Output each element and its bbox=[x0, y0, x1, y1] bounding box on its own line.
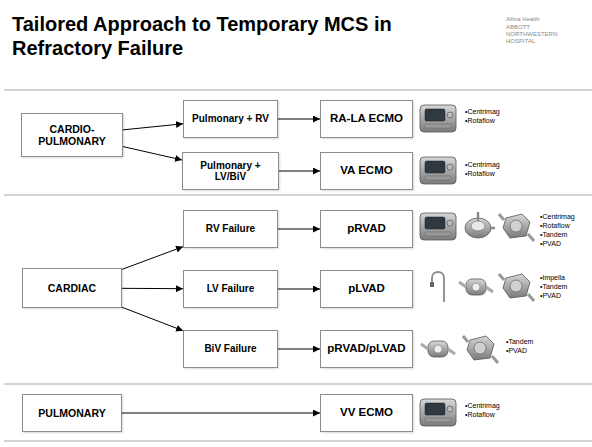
device-name: •Centrimag bbox=[465, 401, 500, 410]
flow-arrow bbox=[278, 349, 320, 350]
device-name: •Rotaflow bbox=[465, 169, 495, 178]
process-box: CARDIO-PULMONARY bbox=[21, 113, 123, 157]
process-box: VA ECMO bbox=[320, 152, 413, 190]
pvad-pump bbox=[499, 274, 534, 301]
process-box: Pulmonary + RV bbox=[183, 100, 278, 138]
box-text: Pulmonary + RV bbox=[192, 113, 269, 125]
device-name: •PVAD bbox=[506, 346, 527, 355]
logo-text: Allina Health bbox=[506, 16, 576, 23]
box-text: LV Failure bbox=[207, 283, 255, 295]
flow-arrow bbox=[278, 119, 320, 120]
box-text: CARDIAC bbox=[48, 282, 96, 294]
device-pictures bbox=[420, 105, 534, 426]
device-name: •PVAD bbox=[540, 291, 561, 300]
tandem-pump bbox=[459, 279, 493, 295]
device-name: •Tandem bbox=[540, 282, 567, 291]
section-rule bbox=[4, 195, 592, 196]
process-box: RA-LA ECMO bbox=[320, 100, 413, 138]
process-box: BiV Failure bbox=[183, 330, 278, 368]
device-name: •Tandem bbox=[506, 337, 533, 346]
device-name: •Centrimag bbox=[465, 160, 500, 169]
pvad-pump bbox=[463, 336, 498, 363]
process-box: LV Failure bbox=[183, 270, 278, 308]
box-text: RV Failure bbox=[206, 223, 255, 235]
box-text: VV ECMO bbox=[340, 406, 393, 419]
device-name: •Rotaflow bbox=[465, 116, 495, 125]
flow-arrow bbox=[122, 413, 320, 414]
rotaflow-pump bbox=[465, 212, 495, 238]
flow-arrow bbox=[279, 171, 320, 172]
flow-arrow bbox=[122, 247, 183, 270]
process-box: CARDIAC bbox=[22, 268, 122, 308]
box-text: CARDIO-PULMONARY bbox=[26, 123, 118, 147]
process-box: PULMONARY bbox=[22, 394, 122, 432]
flow-arrow bbox=[122, 288, 183, 289]
device-name: •Rotaflow bbox=[540, 221, 570, 230]
device-name: •Centrimag bbox=[465, 107, 500, 116]
section-rule bbox=[4, 384, 592, 385]
box-text: VA ECMO bbox=[340, 164, 392, 177]
process-box: Pulmonary + LV/BiV bbox=[182, 152, 279, 190]
flow-arrow bbox=[122, 307, 183, 330]
device-name: •Tandem bbox=[540, 230, 567, 239]
box-text: BiV Failure bbox=[204, 343, 256, 355]
box-text: RA-LA ECMO bbox=[330, 112, 403, 125]
device-name: •Impella bbox=[540, 273, 565, 282]
flow-arrow bbox=[123, 124, 183, 130]
section-rule bbox=[4, 441, 592, 442]
diagram-title: Tailored Approach to Temporary MCS in Re… bbox=[12, 12, 442, 60]
process-box: pLVAD bbox=[320, 270, 413, 308]
process-box: pRVAD bbox=[320, 210, 413, 248]
flow-arrow bbox=[278, 229, 320, 230]
process-box: VV ECMO bbox=[320, 394, 413, 432]
centrimag-console bbox=[420, 399, 456, 426]
section-rule bbox=[4, 90, 592, 91]
box-text: pRVAD/pLVAD bbox=[327, 342, 405, 355]
process-box: RV Failure bbox=[183, 210, 278, 248]
centrimag-console bbox=[420, 157, 456, 184]
centrimag-console bbox=[420, 105, 456, 132]
device-name: •Rotaflow bbox=[465, 410, 495, 419]
flow-arrow bbox=[278, 289, 320, 290]
box-text: PULMONARY bbox=[38, 407, 105, 419]
tandem-pump bbox=[421, 341, 455, 357]
flow-arrow bbox=[123, 147, 182, 160]
pvad-pump bbox=[499, 214, 534, 241]
device-name: •Centrimag bbox=[540, 212, 575, 221]
process-box: pRVAD/pLVAD bbox=[320, 330, 413, 368]
centrimag-console bbox=[420, 213, 456, 240]
section-rules bbox=[4, 90, 592, 441]
box-text: pLVAD bbox=[348, 282, 385, 295]
box-text: Pulmonary + LV/BiV bbox=[187, 160, 274, 183]
impella-catheter bbox=[430, 272, 444, 302]
box-text: pRVAD bbox=[347, 222, 386, 235]
logo-text: ABBOTT NORTHWESTERN HOSPITAL bbox=[506, 24, 576, 45]
device-name: •PVAD bbox=[540, 239, 561, 248]
